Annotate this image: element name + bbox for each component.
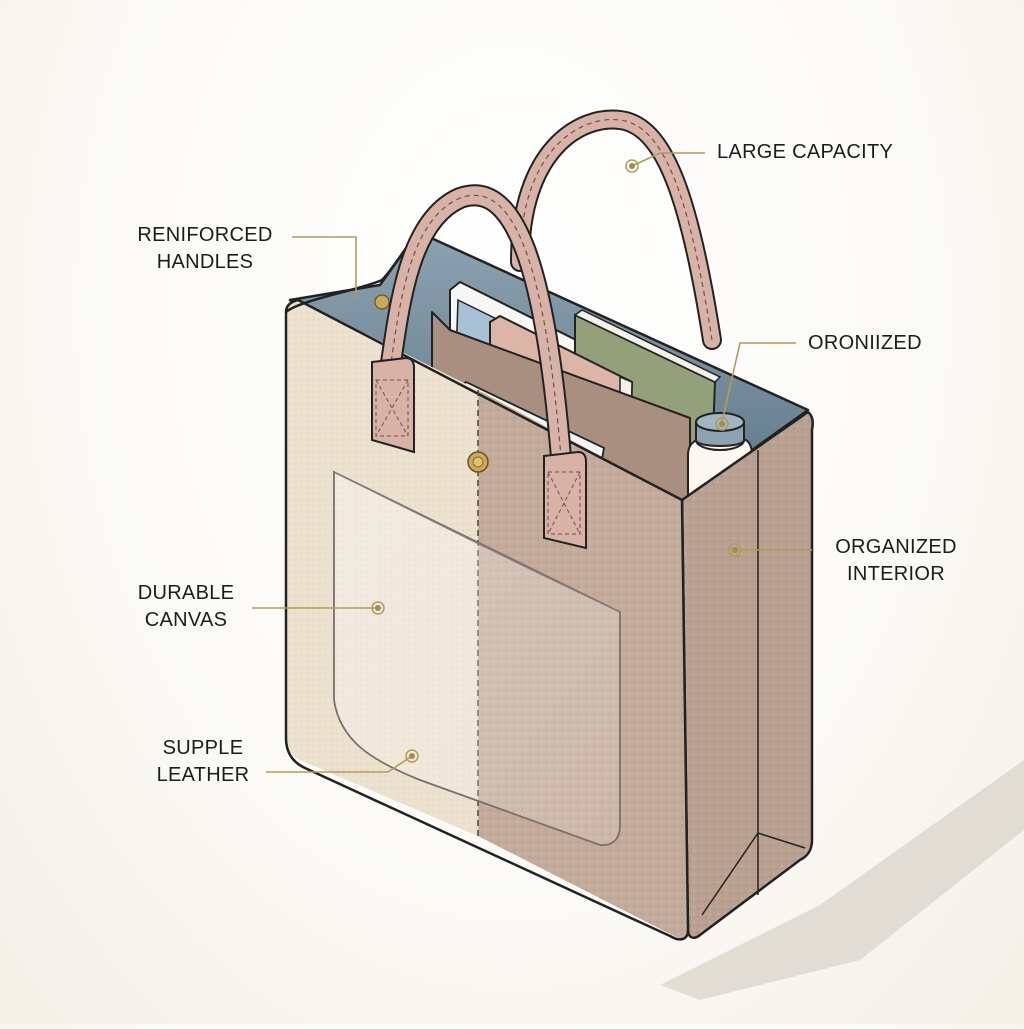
leader-oronized bbox=[721, 342, 796, 423]
callout-durable-canvas: DURABLE CANVAS bbox=[130, 580, 242, 634]
handle-tab-right bbox=[543, 450, 587, 550]
leader-supple-leather bbox=[266, 755, 413, 773]
anchor-dots bbox=[371, 159, 742, 763]
callout-text: DURABLE bbox=[137, 582, 235, 604]
callout-oronized: ORONIIZED bbox=[808, 330, 922, 357]
callout-text: RENIFORCED bbox=[137, 224, 273, 246]
bottom-gusset-fold bbox=[701, 832, 806, 916]
callout-supple-leather: SUPPLE LEATHER bbox=[148, 735, 258, 789]
side-panel bbox=[680, 410, 815, 939]
handle-tab-left bbox=[371, 356, 415, 454]
callout-text: LARGE CAPACITY bbox=[717, 141, 894, 163]
callout-organized-interior: ORGANIZED INTERIOR bbox=[828, 534, 964, 588]
front-panel-outline bbox=[284, 298, 690, 941]
far-handle bbox=[510, 109, 722, 350]
near-handle bbox=[379, 184, 573, 481]
callout-large-capacity: LARGE CAPACITY bbox=[717, 139, 893, 166]
callout-text: ORGANIZED bbox=[835, 536, 957, 558]
leader-lines bbox=[252, 152, 812, 773]
callout-text: CANVAS bbox=[144, 609, 228, 631]
leader-reinforced-handles bbox=[292, 236, 357, 298]
floor-shadow bbox=[660, 760, 1024, 1000]
grommet-rim bbox=[374, 294, 390, 310]
callout-reinforced-handles: RENIFORCED HANDLES bbox=[133, 222, 277, 276]
callout-text: LEATHER bbox=[156, 764, 250, 786]
callout-text: SUPPLE bbox=[162, 737, 244, 759]
front-pocket bbox=[333, 470, 621, 846]
callout-text: HANDLES bbox=[156, 251, 254, 273]
leader-large-capacity bbox=[631, 152, 705, 167]
front-pocket-opening bbox=[333, 471, 621, 613]
callout-text: ORONIIZED bbox=[808, 332, 922, 354]
callout-text: INTERIOR bbox=[847, 563, 945, 585]
